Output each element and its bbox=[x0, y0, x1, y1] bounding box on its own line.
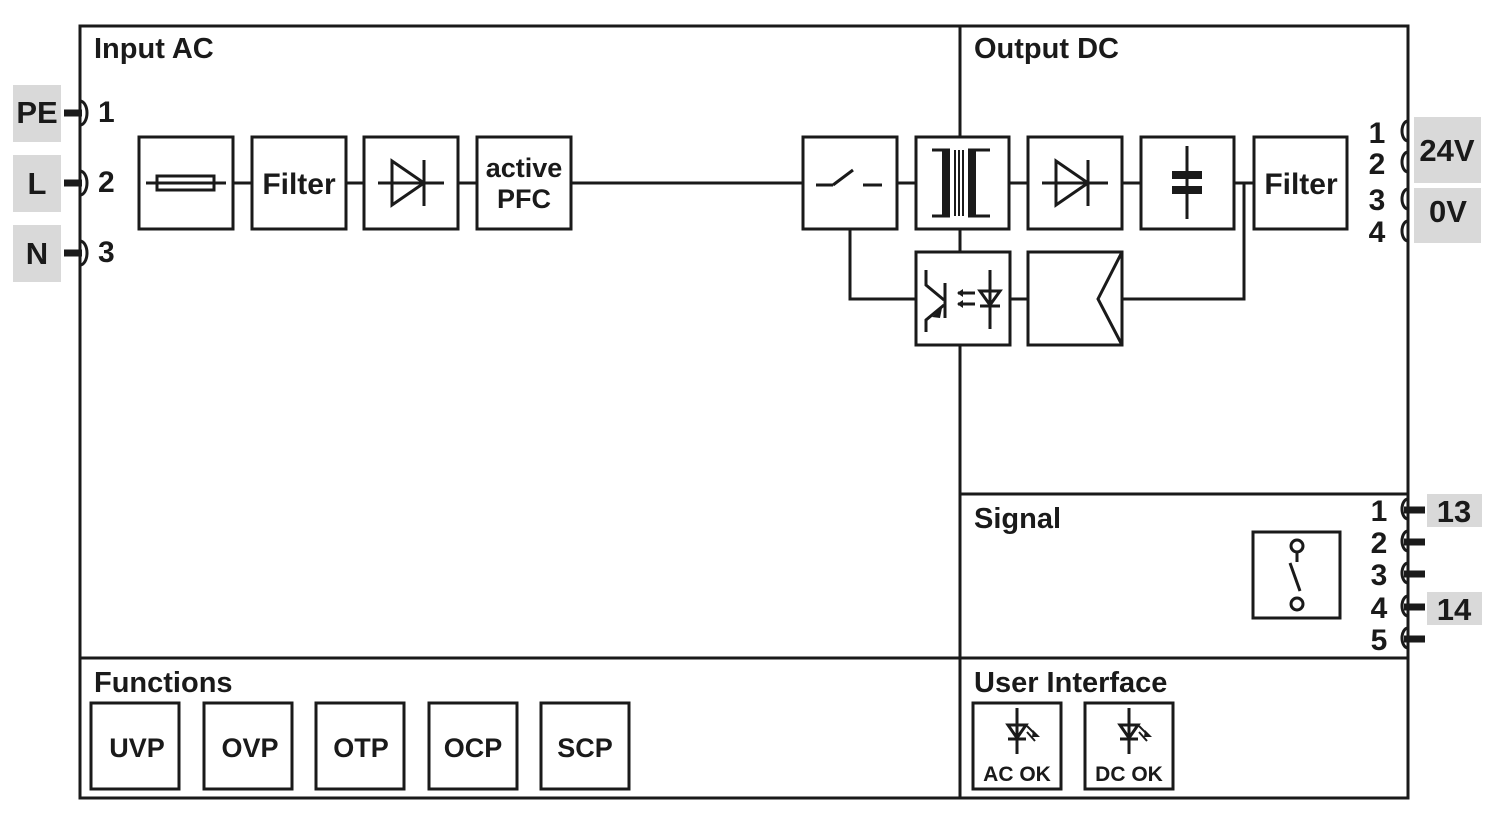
function-uvp: UVP bbox=[89, 701, 181, 791]
terminal-number: 4 bbox=[1371, 592, 1388, 625]
terminal-number: 1 bbox=[1371, 495, 1388, 528]
section-title-signal: Signal bbox=[974, 503, 1061, 535]
signal-tag-bg bbox=[1427, 494, 1482, 527]
input-filter-block: Filter bbox=[250, 135, 348, 231]
input-terminal-pe: PE 1 bbox=[13, 85, 115, 142]
output-filter-label: Filter bbox=[1264, 168, 1338, 201]
section-title-input: Input AC bbox=[94, 33, 214, 65]
terminal-number: 2 bbox=[1371, 527, 1388, 560]
terminal-clamp-icon bbox=[1400, 219, 1409, 243]
led-dc-ok-label: DC OK bbox=[1095, 763, 1163, 786]
terminal-clamp-icon bbox=[1400, 150, 1409, 174]
terminal-clamp-icon bbox=[79, 239, 89, 267]
switch-block bbox=[801, 135, 899, 231]
led-icon bbox=[1117, 708, 1152, 754]
signal-terminals: 13 14 1 2 3 4 5 bbox=[1371, 494, 1482, 657]
terminal-clamp-icon bbox=[1400, 119, 1409, 143]
function-scp: SCP bbox=[539, 701, 631, 791]
signal-tag-bg bbox=[1427, 592, 1482, 625]
function-otp: OTP bbox=[314, 701, 406, 791]
output-tag-0v: 0V bbox=[1429, 194, 1467, 229]
terminal-clamp-icon bbox=[79, 169, 89, 197]
fuse-icon bbox=[146, 174, 226, 192]
terminal-number: 2 bbox=[98, 166, 115, 199]
led-ac-ok-label: AC OK bbox=[983, 763, 1051, 786]
terminal-tag-label: PE bbox=[16, 95, 57, 130]
output-tag-24v: 24V bbox=[1419, 133, 1474, 168]
terminal-tag-bg bbox=[13, 85, 61, 142]
terminal-tag-label: N bbox=[26, 236, 48, 271]
led-icon bbox=[1005, 708, 1040, 754]
optocoupler-block bbox=[914, 250, 1012, 347]
diode-icon bbox=[1042, 158, 1108, 208]
device-frame bbox=[78, 24, 1410, 800]
led-dc-ok: DC OK bbox=[1083, 701, 1175, 791]
capacitor-block bbox=[1139, 135, 1236, 231]
section-title-user-interface: User Interface bbox=[974, 667, 1167, 699]
terminal-number: 4 bbox=[1369, 216, 1386, 249]
pfc-label-line1: active bbox=[486, 153, 563, 183]
svg-text:OCP: OCP bbox=[444, 733, 503, 763]
optocoupler-icon bbox=[924, 270, 1003, 332]
feedback-wire bbox=[848, 229, 916, 301]
section-title-output: Output DC bbox=[974, 33, 1119, 65]
pfc-label-line2: PFC bbox=[497, 184, 551, 214]
output-tag-bg bbox=[1414, 117, 1481, 183]
active-pfc-block: active PFC bbox=[475, 135, 573, 231]
terminal-clamp-icon bbox=[1400, 626, 1409, 650]
terminal-tag-bg bbox=[13, 225, 61, 282]
input-rectifier-block bbox=[362, 135, 460, 231]
terminal-tag-bg bbox=[13, 155, 61, 212]
led-ac-ok: AC OK bbox=[971, 701, 1063, 791]
terminal-tag-label: L bbox=[28, 166, 47, 201]
terminal-clamp-icon bbox=[1400, 187, 1409, 211]
feedback-wire bbox=[1122, 183, 1246, 301]
svg-text:UVP: UVP bbox=[109, 733, 165, 763]
input-filter-label: Filter bbox=[262, 168, 336, 201]
terminal-number: 3 bbox=[1371, 559, 1388, 592]
output-rectifier-block bbox=[1026, 135, 1124, 231]
controller-icon bbox=[1096, 251, 1124, 346]
signal-relay-block bbox=[1251, 530, 1342, 620]
function-ovp: OVP bbox=[202, 701, 294, 791]
terminal-number: 1 bbox=[98, 96, 115, 129]
capacitor-icon bbox=[1172, 146, 1202, 219]
transformer-icon bbox=[932, 148, 990, 218]
terminal-number: 1 bbox=[1369, 117, 1386, 150]
output-filter-block: Filter bbox=[1252, 135, 1349, 231]
terminal-clamp-icon bbox=[1400, 594, 1409, 618]
output-terminals: 24V 0V 1 2 3 4 bbox=[1369, 117, 1481, 249]
signal-tag-14: 14 bbox=[1437, 592, 1472, 627]
svg-text:SCP: SCP bbox=[557, 733, 613, 763]
svg-text:OTP: OTP bbox=[333, 733, 389, 763]
output-tag-bg bbox=[1414, 188, 1481, 243]
input-terminal-n: N 3 bbox=[13, 225, 115, 282]
terminal-number: 2 bbox=[1369, 148, 1386, 181]
controller-block bbox=[1026, 250, 1124, 347]
function-ocp: OCP bbox=[427, 701, 519, 791]
transformer-block bbox=[914, 135, 1011, 231]
terminal-number: 3 bbox=[98, 236, 115, 269]
terminal-clamp-icon bbox=[1400, 497, 1409, 521]
relay-contact-icon bbox=[1288, 538, 1305, 612]
signal-tag-13: 13 bbox=[1437, 494, 1471, 529]
terminal-clamp-icon bbox=[79, 99, 89, 127]
section-title-functions: Functions bbox=[94, 667, 233, 699]
input-terminal-l: L 2 bbox=[13, 155, 115, 212]
diode-icon bbox=[378, 158, 444, 208]
terminal-clamp-icon bbox=[1400, 561, 1409, 585]
terminal-clamp-icon bbox=[1400, 529, 1409, 553]
fuse-block bbox=[137, 135, 235, 231]
terminal-number: 3 bbox=[1369, 184, 1386, 217]
terminal-number: 5 bbox=[1371, 624, 1388, 657]
switch-icon bbox=[816, 168, 882, 187]
svg-text:OVP: OVP bbox=[221, 733, 278, 763]
